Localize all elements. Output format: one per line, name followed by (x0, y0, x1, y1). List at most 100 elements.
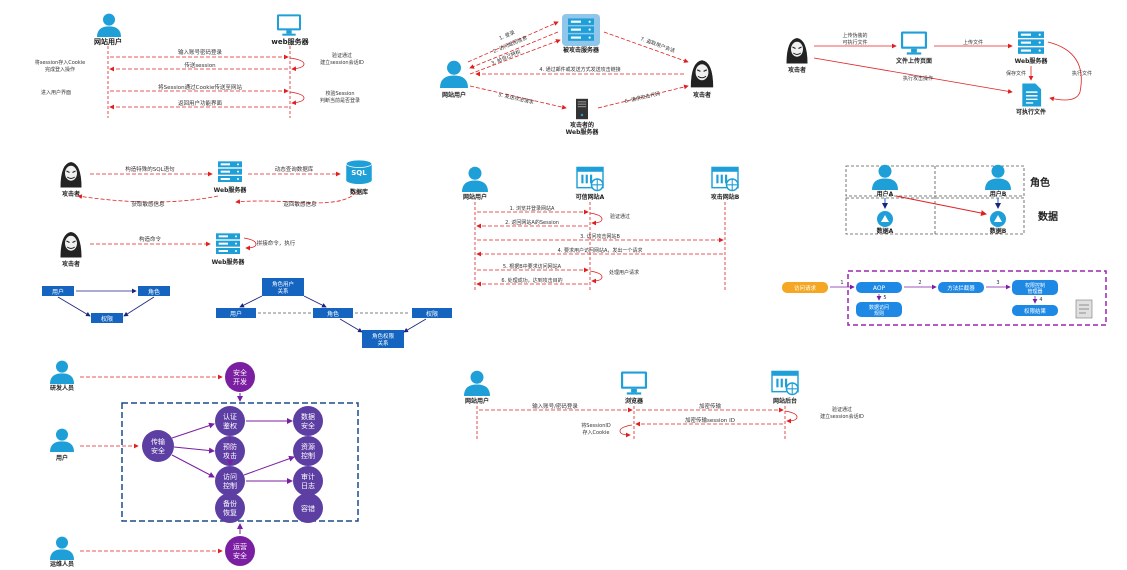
data-a-icon (877, 211, 893, 227)
attacker-label: 攻击者 (62, 190, 80, 198)
perm-box (91, 313, 123, 323)
ops-icon (50, 536, 74, 560)
self-process-arrow (589, 270, 603, 284)
data-security-node (293, 406, 323, 436)
note-store-a: 将SessionID (581, 422, 611, 429)
upload-disguised-a: 上传伪装的 (842, 32, 867, 39)
arrow-2 (469, 31, 559, 69)
access-b: 控制 (223, 481, 237, 490)
exe-file-icon (1021, 82, 1042, 108)
access-a: 访问 (223, 472, 237, 481)
victim-user-label: 网站用户 (442, 91, 466, 99)
flow-2-label: 2 (918, 280, 921, 286)
developer-label: 研发人员 (50, 384, 74, 392)
rel1-role-link (303, 295, 327, 308)
data-b-label: 数据B (990, 227, 1007, 235)
note-verify-a: 验证通过 (832, 406, 852, 413)
access-control-node (215, 466, 245, 496)
monitor-icon (277, 14, 301, 36)
user-a-icon (872, 164, 898, 190)
attacker-label: 攻击者 (693, 91, 711, 99)
web-server-label: Web服务器 (214, 186, 248, 194)
upload-disguised-b: 可执行文件 (842, 39, 867, 46)
session-login-diagram: 网站用户 web服务器 输入账号密码登录 验证通过 建立session会话ID … (35, 13, 364, 118)
attacker-icon (690, 59, 714, 88)
self-exec-arrow (243, 237, 257, 251)
msg-6-label: 6. 处理成功，达到攻击目的 (501, 277, 562, 284)
attacker-icon (59, 231, 83, 258)
perm-label: 权限 (426, 310, 438, 318)
sql-label: SQL (351, 169, 367, 177)
exec-label: 拼接命令，执行 (257, 239, 296, 247)
security-architecture-diagram: 研发人员 用户 运维人员 安全 开发 运营 安全 传输 安全 认证 鉴权 预防 … (50, 360, 359, 568)
request-node (782, 282, 828, 293)
flow-1-label: 1 (840, 280, 843, 286)
arrow-4-label: 4. 通过邮件或发送方式发送攻击链接 (539, 66, 620, 73)
manager-label-b: 管理器 (1027, 288, 1042, 295)
access-to-resource (243, 455, 295, 476)
note-verify: 验证通过 (610, 213, 630, 220)
attacker-label: 攻击者 (62, 260, 80, 268)
exe-file-label: 可执行文件 (1016, 108, 1046, 116)
backup-b: 恢复 (223, 508, 237, 517)
secure-dev-node (225, 362, 255, 392)
secure-ops-b: 安全 (233, 551, 247, 560)
xss-attack-diagram: 被攻击服务器 网站用户 攻击者 攻击者的 Web服务器 1. 登录 2. 访问返… (440, 14, 714, 136)
role-perm-rel-a: 角色权限 (372, 332, 395, 340)
result-node (1012, 305, 1058, 316)
user-icon (97, 13, 121, 37)
resource-b: 控制 (301, 451, 315, 460)
web-server-label: Web服务器 (212, 258, 246, 266)
manager-node (1012, 280, 1058, 295)
resource-control-node (293, 436, 323, 466)
secure-ops-node (225, 536, 255, 566)
rel2-perm-link (403, 318, 427, 333)
note-check-b: 判断当前是否登录 (320, 97, 360, 104)
data-a-label: 数据A (877, 227, 894, 235)
msg-2-label: 2. 返回网站A的Session (505, 219, 559, 226)
user-role-rel-b: 关系 (277, 287, 289, 295)
aop-access-flow-diagram: 访问请求 AOP 方法拦截器 权限控制 管理器 数据访问 规则 权限结果 1 2… (782, 270, 1107, 326)
attacker-icon (59, 161, 83, 188)
aop-label: AOP (873, 285, 886, 292)
upload-file-label: 上传文件 (963, 39, 983, 46)
note-verify-a: 验证通过 (332, 52, 352, 59)
result-label: 权限结果 (1024, 307, 1047, 315)
note-verify-b: 建立session会话ID (320, 59, 364, 66)
upload-page-icon (901, 31, 927, 55)
fault-tolerance-node (293, 493, 323, 523)
user-icon (464, 370, 490, 396)
msg-session-id-label: 加密传输session ID (685, 416, 735, 424)
document-lines (1079, 304, 1089, 314)
role-perm-link (123, 296, 155, 317)
dynamic-query-label: 动态查询数据库 (275, 165, 314, 173)
aop-boundary (847, 270, 1107, 326)
data-rule-node (856, 302, 902, 317)
rel1-user-link (239, 295, 263, 308)
horizontal-privilege-diagram: 角色 数据 用户A 用户B 数据A 数据B (845, 164, 1058, 235)
ops-label: 运维人员 (50, 560, 74, 568)
site-a-label: 可信网站A (576, 193, 605, 201)
user-a-label: 用户A (876, 190, 894, 198)
end-user-label: 用户 (55, 454, 68, 462)
resource-a: 资源 (301, 442, 315, 451)
sql-injection-diagram: 攻击者 Web服务器 SQL 数据库 构造特殊的SQL语句 动态查询数据库 返回… (59, 159, 373, 208)
attacker-web-label-2: Web服务器 (566, 128, 600, 136)
audit-a: 审计 (301, 472, 315, 481)
data-layer-label: 数据 (1038, 210, 1058, 223)
csrf-diagram: 网站用户 可信网站A 攻击网站B 1. 浏览并登录网站A 验证通过 2. 返回网… (462, 166, 740, 292)
datasec-a: 数据 (301, 412, 315, 421)
transport-to-auth (171, 422, 215, 439)
user-role-rel-a: 角色用户 (272, 280, 294, 288)
end-user-icon (50, 428, 74, 452)
fault-tolerance-label: 容错 (301, 504, 315, 513)
construct-cmd-label: 构造命令 (139, 235, 162, 243)
note-check-a: 校验Session (325, 90, 354, 97)
msg-login-label: 输入账号密码登录 (178, 48, 223, 56)
backend-label: 网站后台 (773, 397, 797, 405)
rel2-role-link (339, 318, 363, 333)
note-process: 处理用户请求 (609, 269, 639, 276)
auth-node (215, 406, 245, 436)
interceptor-node (938, 282, 984, 293)
